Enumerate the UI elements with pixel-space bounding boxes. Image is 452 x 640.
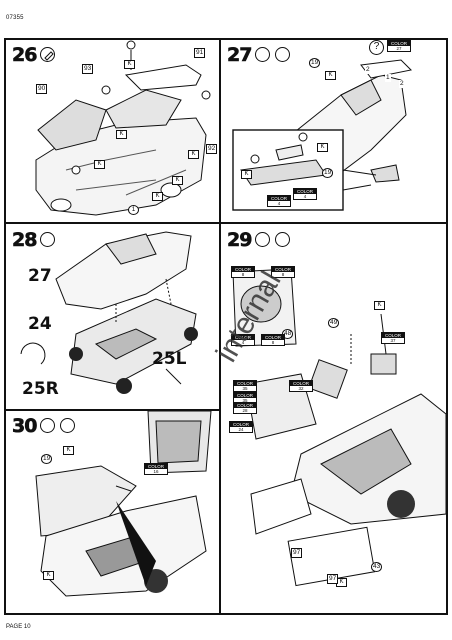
part-number-97: 97 xyxy=(327,574,339,584)
step-number: 30 xyxy=(12,415,38,438)
k-label: K xyxy=(188,150,199,159)
hood-assembly-drawing xyxy=(35,410,212,597)
glue-icon xyxy=(255,47,270,62)
paint-icon xyxy=(60,418,75,433)
engine-bay-assembly-drawing xyxy=(232,268,447,587)
k-label: K xyxy=(124,60,135,69)
part-label-25r: 25R xyxy=(22,379,59,399)
step-number: 28 xyxy=(12,229,38,252)
page-number: PAGE 10 xyxy=(6,624,31,630)
k-label: K xyxy=(241,170,252,179)
callout-number: 1 xyxy=(385,74,391,82)
k-label: K xyxy=(94,160,105,169)
k-label: K xyxy=(116,130,127,139)
horizontal-divider-bottom-left xyxy=(4,409,221,411)
callout-number: 1 xyxy=(128,205,139,215)
part-label-25l: 25L xyxy=(152,349,187,369)
glue-tube-glyph xyxy=(44,51,54,61)
horizontal-divider-top xyxy=(4,222,448,224)
part-number-92: 92 xyxy=(206,144,218,154)
step-26-panel: 26 93 91 90 92 K K K K K K 1 xyxy=(6,40,219,222)
part-label-27: 27 xyxy=(28,266,52,286)
glue-icon xyxy=(40,232,55,247)
k-label: K xyxy=(43,571,54,580)
part-number-93: 93 xyxy=(82,64,94,74)
paint-icon xyxy=(275,47,290,62)
part-label-24: 24 xyxy=(28,314,52,334)
step-number: 27 xyxy=(227,44,253,67)
part-number-49: 49 xyxy=(328,318,340,328)
step-number: 29 xyxy=(227,229,253,252)
k-label: K xyxy=(317,143,328,152)
glue-icon xyxy=(40,47,55,62)
glue-icon xyxy=(255,232,270,247)
callout-number: 2 xyxy=(365,66,371,74)
body-onto-chassis-drawing xyxy=(20,231,198,394)
part-number-19: 19 xyxy=(322,168,334,178)
car-body-side-drawing xyxy=(232,59,413,211)
part-number-91: 91 xyxy=(194,48,206,58)
paint-icon xyxy=(275,232,290,247)
car-body-rear-wing-drawing xyxy=(35,40,211,216)
glue-icon xyxy=(40,418,55,433)
callout-number: 2 xyxy=(399,80,405,88)
k-label: K xyxy=(374,301,385,310)
part-number-43: 43 xyxy=(371,562,383,572)
part-number-19: 19 xyxy=(41,454,53,464)
document-code: 07355 xyxy=(6,15,24,21)
k-label: K xyxy=(325,71,336,80)
step-number: 26 xyxy=(12,44,38,67)
part-number-90: 90 xyxy=(36,84,48,94)
instruction-frame xyxy=(4,38,448,615)
part-number-19: 19 xyxy=(309,58,321,68)
step-28-panel: 28 27 24 25R 25L xyxy=(6,224,219,409)
k-label: K xyxy=(63,446,74,455)
part-number-97: 97 xyxy=(291,548,303,558)
k-label: K xyxy=(152,192,163,201)
help-icon: ? xyxy=(369,40,384,55)
vertical-divider xyxy=(219,38,221,615)
k-label: K xyxy=(172,176,183,185)
